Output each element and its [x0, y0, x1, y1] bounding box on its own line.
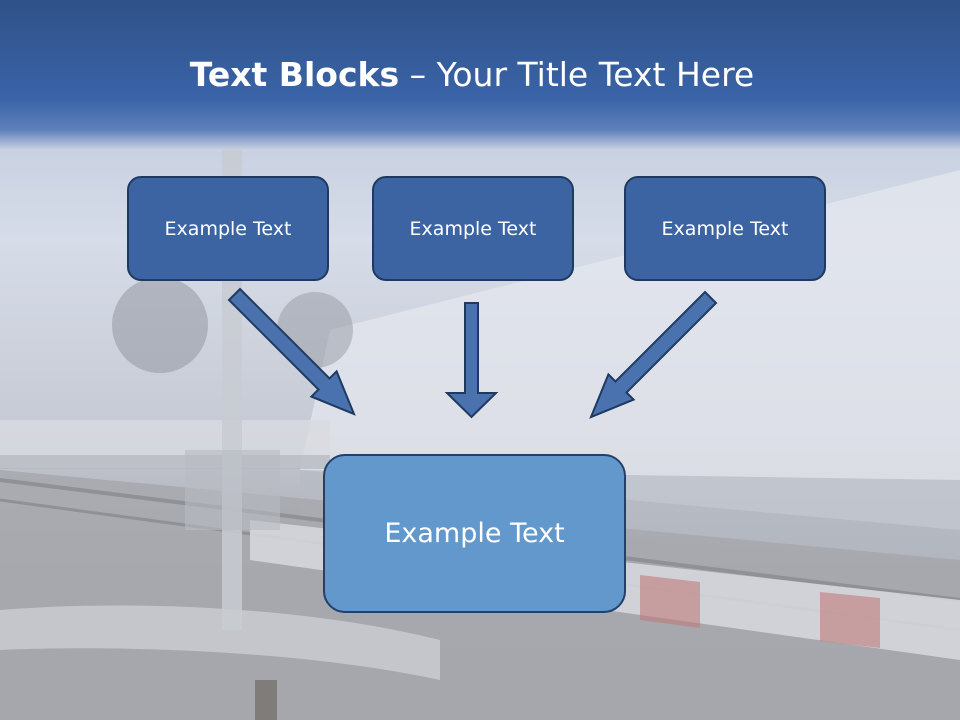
gate-stripe — [640, 575, 700, 628]
guard-rail — [0, 605, 440, 680]
arrow-middle-to-bottom — [444, 302, 499, 419]
gate-stripe-2 — [820, 592, 880, 648]
signal-box — [185, 450, 280, 530]
text-block-middle-label: Example Text — [409, 217, 537, 240]
text-block-left-label: Example Text — [164, 217, 292, 240]
text-block-left[interactable]: Example Text — [127, 176, 329, 281]
text-block-right-label: Example Text — [661, 217, 789, 240]
signal-light-left — [112, 277, 208, 373]
text-block-bottom[interactable]: Example Text — [323, 454, 626, 613]
title-rest: Your Title Text Here — [436, 55, 755, 94]
guard-rail-post — [255, 680, 277, 720]
text-block-right[interactable]: Example Text — [624, 176, 826, 281]
text-block-bottom-label: Example Text — [384, 518, 565, 549]
title-dash: – — [399, 55, 437, 94]
arrow-right-to-bottom — [589, 290, 718, 419]
title-bold-part: Text Blocks — [189, 55, 400, 94]
text-block-middle[interactable]: Example Text — [372, 176, 574, 281]
slide-title: Text Blocks – Your Title Text Here — [0, 52, 944, 98]
arrow-left-to-bottom — [227, 287, 356, 416]
